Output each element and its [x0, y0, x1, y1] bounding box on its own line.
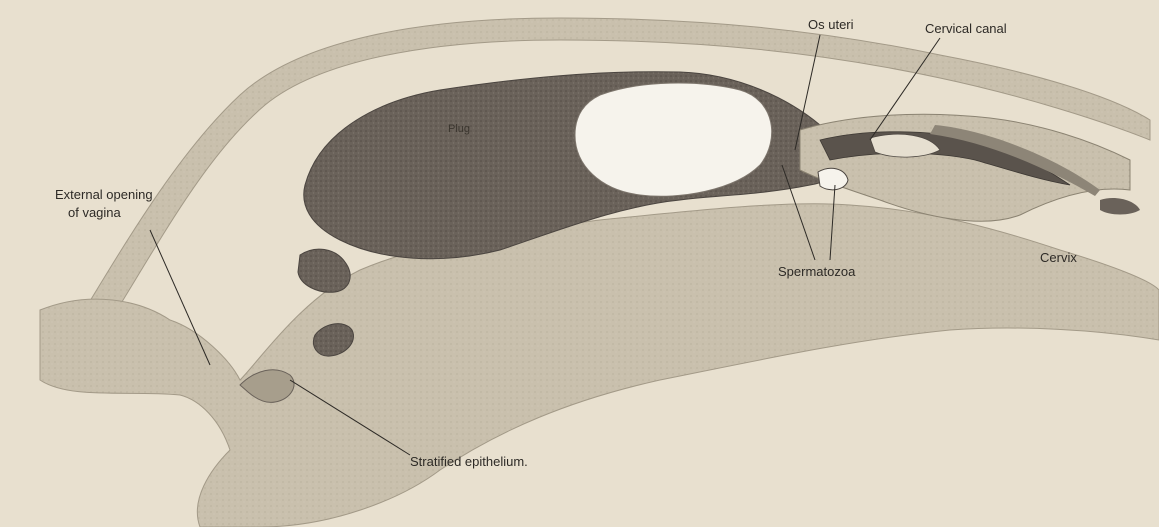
label-cervical-canal: Cervical canal [925, 21, 1007, 36]
label-stratified-epithelium: Stratified epithelium. [410, 454, 528, 469]
tissue-fragment-1 [298, 249, 350, 292]
label-plug: Plug [448, 123, 470, 135]
label-external-opening-line2: of vagina [68, 205, 122, 220]
label-spermatozoa: Spermatozoa [778, 264, 856, 279]
label-external-opening-line1: External opening [55, 187, 153, 202]
tissue-fragment-cervix [1100, 198, 1140, 214]
label-cervix: Cervix [1040, 250, 1077, 265]
vaginal-floor-tissue [40, 204, 1159, 527]
label-os-uteri: Os uteri [808, 17, 854, 32]
